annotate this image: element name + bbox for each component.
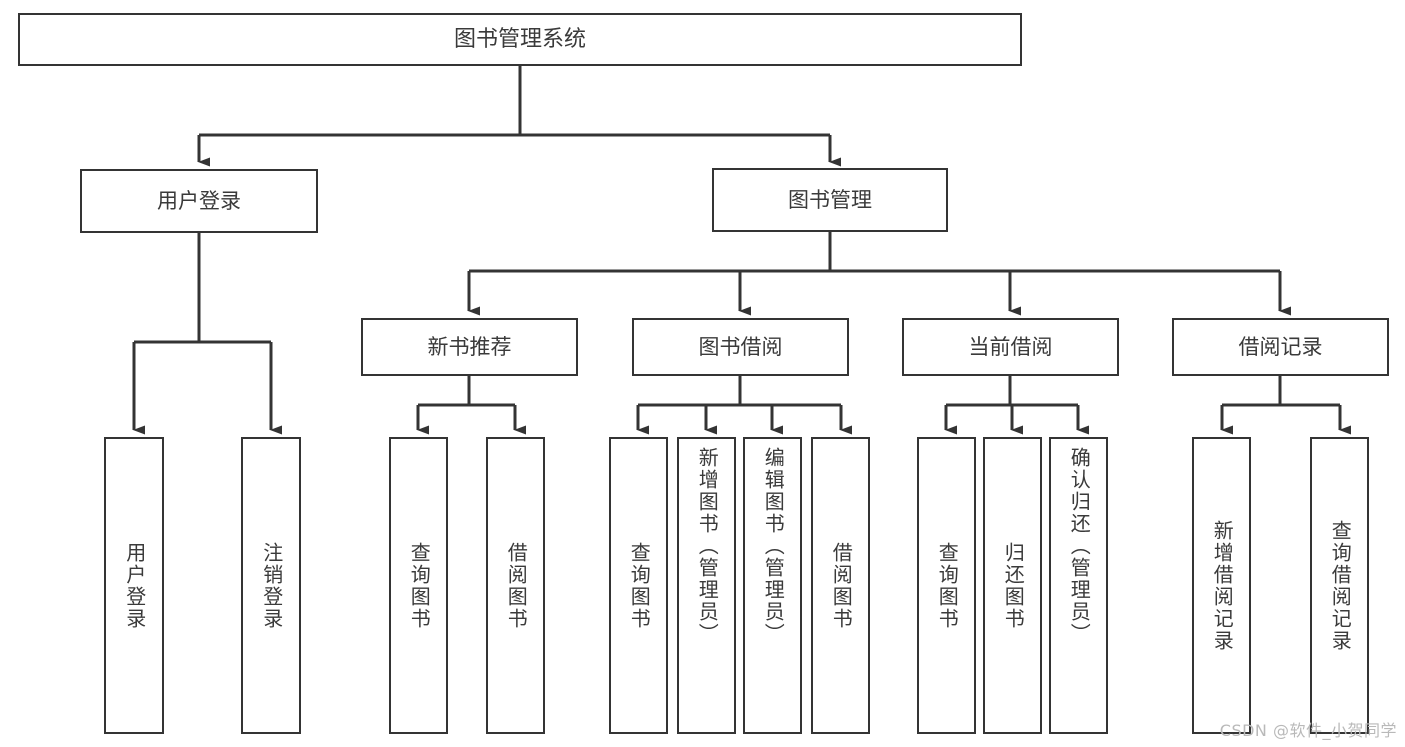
node-new-book-recommend[interactable]: 新书推荐 [361, 318, 578, 376]
node-leaf-borrow-record-add[interactable]: 新增借阅记录 [1192, 437, 1251, 734]
node-root-book-management-system[interactable]: 图书管理系统 [18, 13, 1022, 66]
node-leaf-user-login-signout[interactable]: 注销登录 [241, 437, 301, 734]
node-leaf-book-borrow-add[interactable]: 新增图书（管理员） [677, 437, 736, 734]
csdn-watermark: CSDN @软件_小贺同学 [1219, 721, 1397, 740]
node-label: 当前借阅 [968, 334, 1053, 359]
node-label: 确认归还（管理员） [1067, 447, 1092, 645]
node-label: 注销登录 [259, 541, 284, 630]
node-leaf-book-borrow-query[interactable]: 查询图书 [609, 437, 668, 734]
node-user-login[interactable]: 用户登录 [80, 169, 318, 233]
node-leaf-current-borrow-return[interactable]: 归还图书 [983, 437, 1042, 734]
node-leaf-new-book-query[interactable]: 查询图书 [389, 437, 448, 734]
node-label: 查询借阅记录 [1328, 519, 1353, 652]
node-label: 借阅图书 [829, 541, 854, 630]
node-book-management[interactable]: 图书管理 [712, 168, 948, 232]
node-borrow-record[interactable]: 借阅记录 [1172, 318, 1389, 376]
node-book-borrow[interactable]: 图书借阅 [632, 318, 849, 376]
node-label: 查询图书 [627, 541, 652, 630]
node-label: 新增图书（管理员） [695, 447, 720, 645]
node-label: 归还图书 [1001, 541, 1026, 630]
node-label: 图书管理系统 [453, 26, 586, 52]
node-label: 新书推荐 [427, 334, 512, 359]
node-label: 借阅记录 [1238, 334, 1323, 359]
node-label: 图书管理 [788, 187, 872, 212]
node-label: 用户登录 [122, 541, 147, 630]
node-label: 图书借阅 [698, 334, 783, 359]
node-leaf-book-borrow-edit[interactable]: 编辑图书（管理员） [743, 437, 802, 734]
node-label: 借阅图书 [504, 541, 529, 630]
node-leaf-borrow-record-query[interactable]: 查询借阅记录 [1310, 437, 1369, 734]
node-current-borrow[interactable]: 当前借阅 [902, 318, 1119, 376]
node-label: 查询图书 [935, 541, 960, 630]
node-leaf-book-borrow-lend[interactable]: 借阅图书 [811, 437, 870, 734]
node-label: 用户登录 [157, 188, 241, 213]
node-leaf-user-login-signin[interactable]: 用户登录 [104, 437, 164, 734]
node-label: 编辑图书（管理员） [761, 447, 786, 645]
node-label: 查询图书 [407, 541, 432, 630]
node-label: 新增借阅记录 [1210, 519, 1235, 652]
node-leaf-current-borrow-query[interactable]: 查询图书 [917, 437, 976, 734]
node-leaf-new-book-borrow[interactable]: 借阅图书 [486, 437, 545, 734]
node-leaf-current-borrow-confirm-return[interactable]: 确认归还（管理员） [1049, 437, 1108, 734]
